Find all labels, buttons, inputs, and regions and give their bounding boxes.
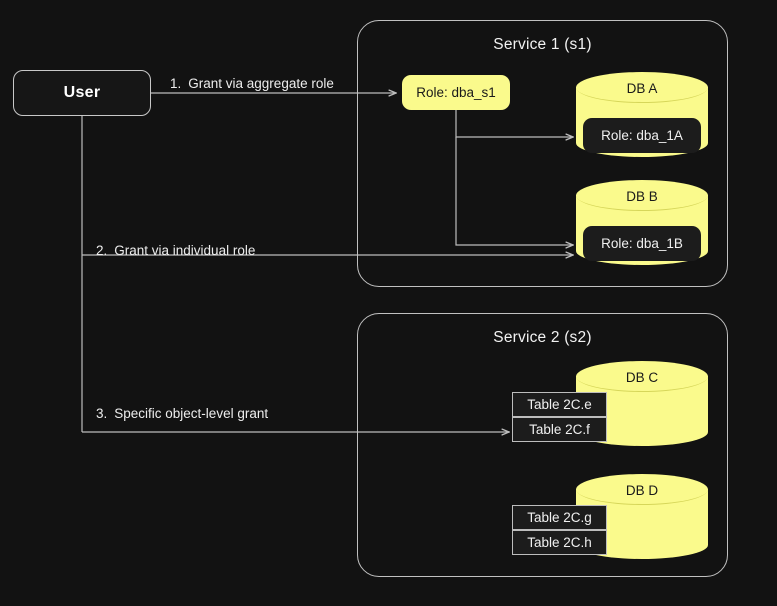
edge-2-text: Grant via individual role [114,243,256,258]
db-b-top-ellipse [576,180,708,211]
db-a-name: DB A [626,81,658,96]
user-actor-box[interactable]: User [13,70,151,116]
db-c-table-label-1: Table 2C.f [529,422,590,437]
db-c-table-label-0: Table 2C.e [527,397,592,412]
edge-1-number: 1. [170,76,182,91]
db-c-table-chip-0[interactable]: Table 2C.e [512,392,607,417]
edge-label-2: 2. Grant via individual role [96,243,255,258]
db-d-table-chip-1[interactable]: Table 2C.h [512,530,607,555]
service-2-box[interactable]: Service 2 (s2) [357,313,728,577]
db-b-name: DB B [626,189,658,204]
aggregate-role-dba-s1[interactable]: Role: dba_s1 [402,75,510,110]
db-d-top-ellipse [576,474,708,505]
edge-3-text: Specific object-level grant [114,406,269,421]
db-d-table-label-0: Table 2C.g [527,510,592,525]
db-a-role-label: Role: dba_1A [601,128,683,143]
db-a-top-ellipse [576,72,708,103]
edge-1-text: Grant via aggregate role [188,76,334,91]
aggregate-role-label: Role: dba_s1 [416,85,496,100]
db-c-top-ellipse [576,361,708,392]
user-actor-label: User [63,84,101,101]
edge-2-number: 2. [96,243,108,258]
db-d-name: DB D [625,483,659,498]
db-c-table-chip-1[interactable]: Table 2C.f [512,417,607,442]
service-1-box[interactable]: Service 1 (s1) [357,20,728,287]
edge-label-1: 1. Grant via aggregate role [170,76,334,91]
db-b-role-chip[interactable]: Role: dba_1B [583,226,701,261]
service-1-title: Service 1 (s1) [493,36,592,53]
service-2-title: Service 2 (s2) [493,329,592,346]
db-a-role-chip[interactable]: Role: dba_1A [583,118,701,153]
db-b-role-label: Role: dba_1B [601,236,683,251]
db-d-table-label-1: Table 2C.h [527,535,592,550]
db-c-name: DB C [625,370,659,385]
db-d-table-chip-0[interactable]: Table 2C.g [512,505,607,530]
edge-label-3: 3. Specific object-level grant [96,406,268,421]
edge-3-number: 3. [96,406,108,421]
